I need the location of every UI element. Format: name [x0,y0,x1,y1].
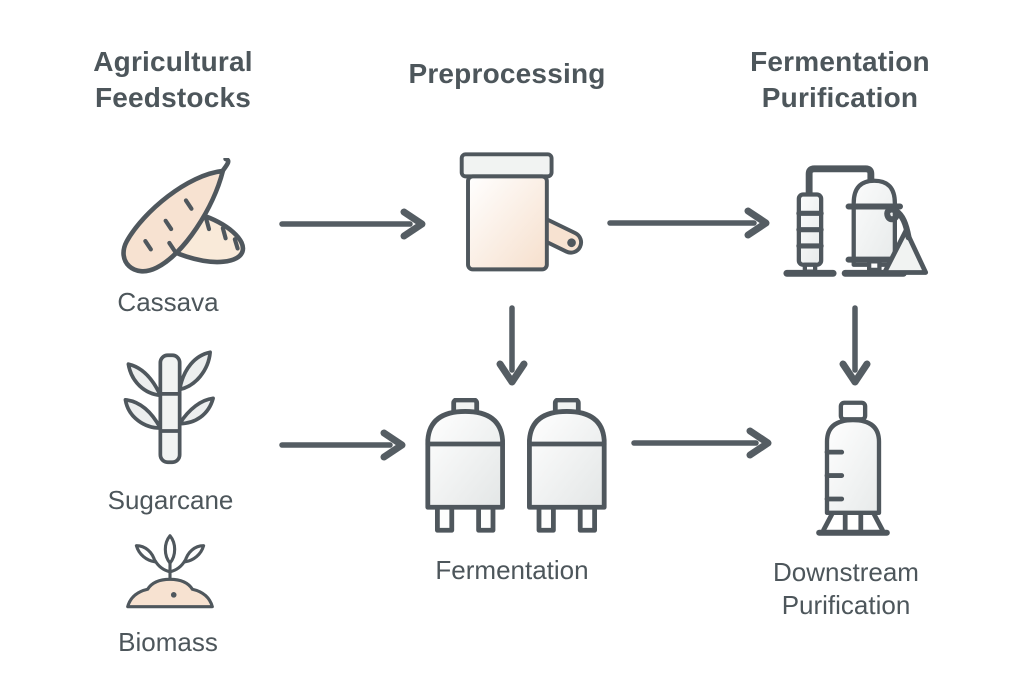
sugarcane-icon [123,350,215,465]
fermentation-label: Fermentation [435,555,589,585]
arrow-fermentation-to-downstream-purification [631,427,772,459]
cassava-icon [121,158,246,274]
biomass-icon [126,534,214,609]
grinder-icon [459,152,584,272]
sugarcane-label: Sugarcane [107,485,234,515]
downstream-purification-label: Downstream Purification [773,557,919,620]
arrow-cassava-to-preprocessing [279,208,426,240]
fermentation-tanks-icon [425,398,607,533]
arrow-sugarcane-to-fermentation [279,429,406,461]
column-header-feedstocks: Agricultural Feedstocks [93,46,253,113]
biomass-label: Biomass [118,627,218,657]
arrow-preprocessing-to-fermentation-purification [607,207,770,239]
column-header-preprocessing: Preprocessing [408,58,606,89]
column-header-fermentation-purification: Fermentation Purification [750,46,930,113]
purification-column-icon [816,400,890,536]
cassava-label: Cassava [117,287,219,317]
distillation-columns-icon [783,165,929,277]
arrow-fermentation-purification-to-downstream-purification [839,305,871,386]
arrow-preprocessing-to-fermentation [496,305,528,386]
